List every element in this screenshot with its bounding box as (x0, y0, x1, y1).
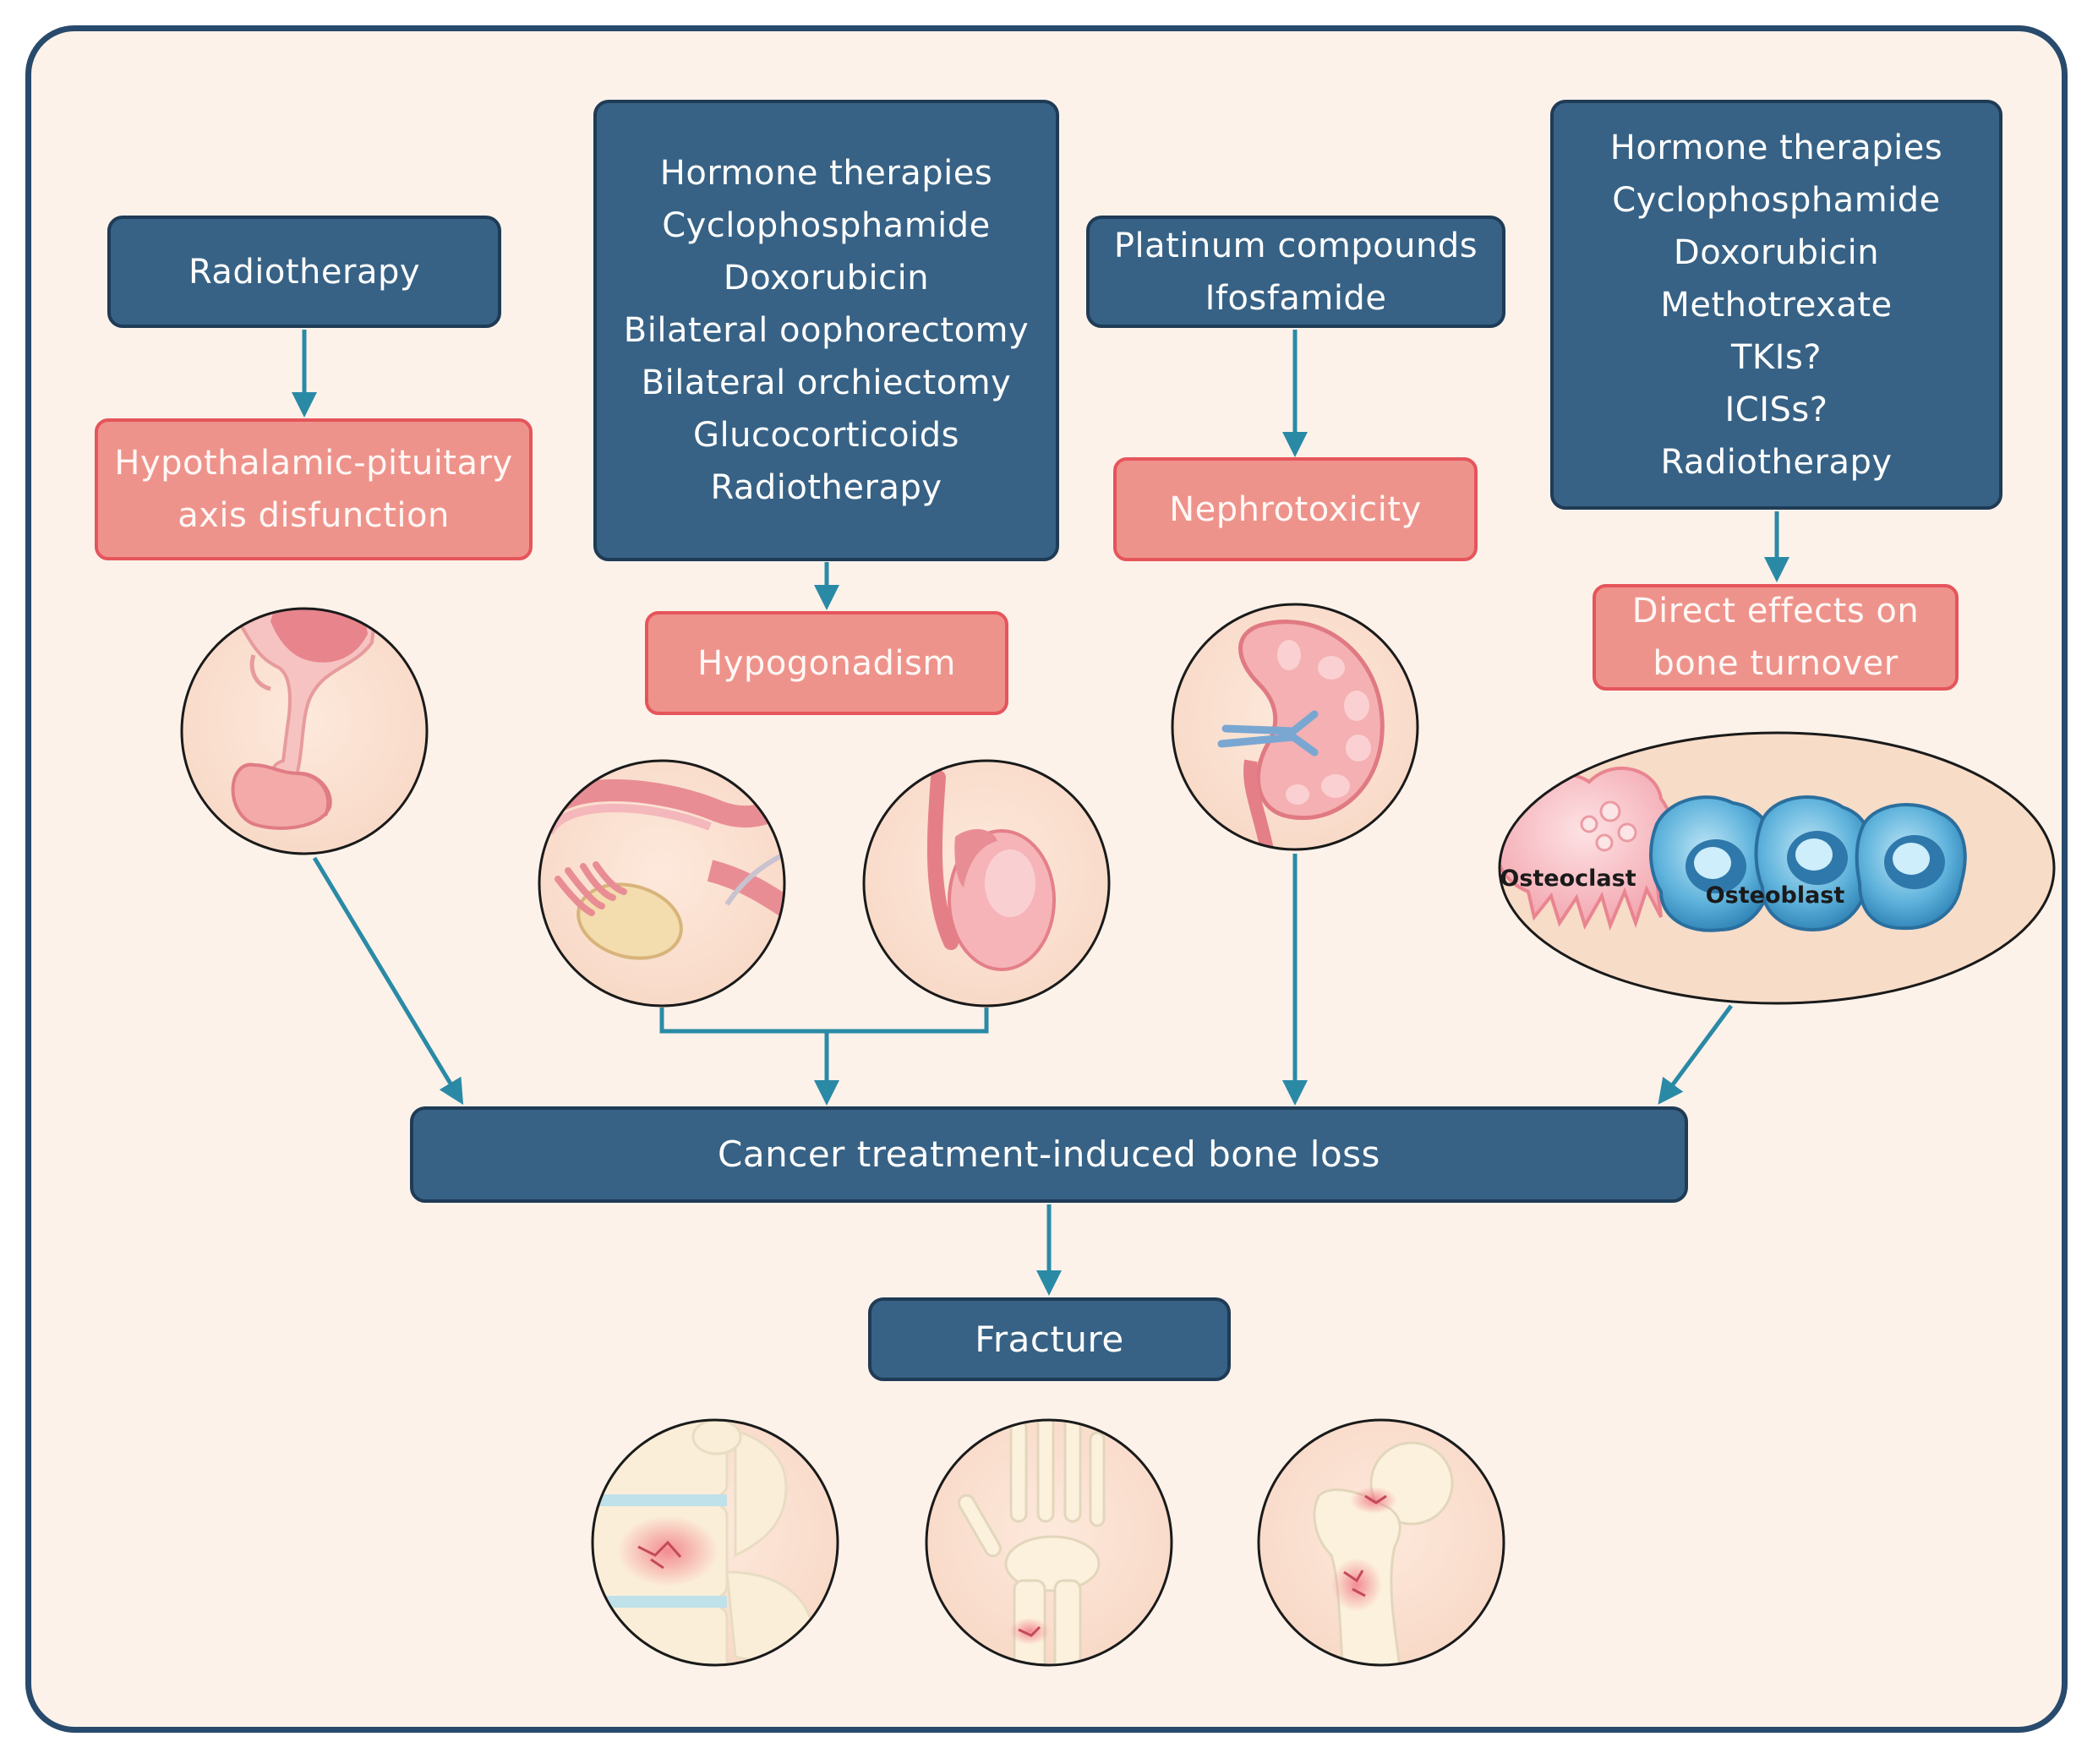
box-line: Platinum compounds (1113, 226, 1478, 265)
connector-gonads (659, 1008, 989, 1034)
hypogonadism-effect-box: Hypogonadism (645, 611, 1008, 715)
hip-fracture-illustration (1257, 1418, 1505, 1667)
box-line: Doxorubicin (723, 259, 930, 298)
box-line: Glucocorticoids (693, 416, 959, 455)
box-line: Cyclophosphamide (662, 206, 991, 245)
box-line: ICISs? (1724, 390, 1828, 429)
pituitary-illustration (180, 607, 429, 855)
radiotherapy-source-box: Radiotherapy (107, 216, 501, 328)
ovary-illustration (538, 759, 786, 1008)
bone-cells-illustration: Osteoclast Osteoblast (1498, 731, 2056, 1005)
bone-loss-box: Cancer treatment-induced bone loss (410, 1106, 1688, 1203)
osteoclast-label: Osteoclast (1500, 866, 1636, 892)
wrist-fracture-illustration (925, 1418, 1173, 1667)
box-line: Radiotherapy (1660, 442, 1893, 482)
box-line: bone turnover (1653, 644, 1899, 683)
box-line: Bilateral orchiectomy (641, 363, 1012, 402)
box-line: Direct effects on (1631, 592, 1920, 631)
box-line: Doxorubicin (1673, 232, 1880, 272)
hpa-effect-box: Hypothalamic-pituitary axis disfunction (95, 418, 533, 560)
box-line: Hypothalamic-pituitary (114, 444, 513, 483)
box-line: Radiotherapy (710, 468, 942, 507)
spine-fracture-illustration (591, 1418, 839, 1667)
arrow-cells-to-boneloss (1658, 1004, 1734, 1105)
box-line: Ifosfamide (1205, 278, 1387, 318)
fracture-box: Fracture (868, 1297, 1231, 1381)
arrows (292, 330, 1789, 1296)
testis-illustration (862, 759, 1111, 1008)
box-line: Radiotherapy (188, 252, 421, 292)
box-line: Cancer treatment-induced bone loss (718, 1133, 1380, 1176)
box-line: Cyclophosphamide (1612, 180, 1941, 220)
box-line: Hormone therapies (659, 154, 993, 193)
box-line: Methotrexate (1660, 285, 1893, 325)
nephrotoxicity-effect-box: Nephrotoxicity (1113, 457, 1478, 561)
box-line: axis disfunction (178, 496, 450, 535)
box-line: Nephrotoxicity (1169, 489, 1422, 529)
box-line: Bilateral oophorectomy (623, 311, 1030, 350)
kidney-illustration (1171, 603, 1419, 851)
arrow-pituitary-to-boneloss (312, 856, 464, 1106)
bone-turnover-effect-box: Direct effects on bone turnover (1593, 584, 1959, 691)
box-line: Hypogonadism (697, 643, 956, 683)
box-line: TKIs? (1730, 337, 1822, 377)
box-line: Hormone therapies (1609, 128, 1943, 167)
box-line: Fracture (975, 1318, 1124, 1360)
osteoblast-label: Osteoblast (1706, 882, 1845, 909)
